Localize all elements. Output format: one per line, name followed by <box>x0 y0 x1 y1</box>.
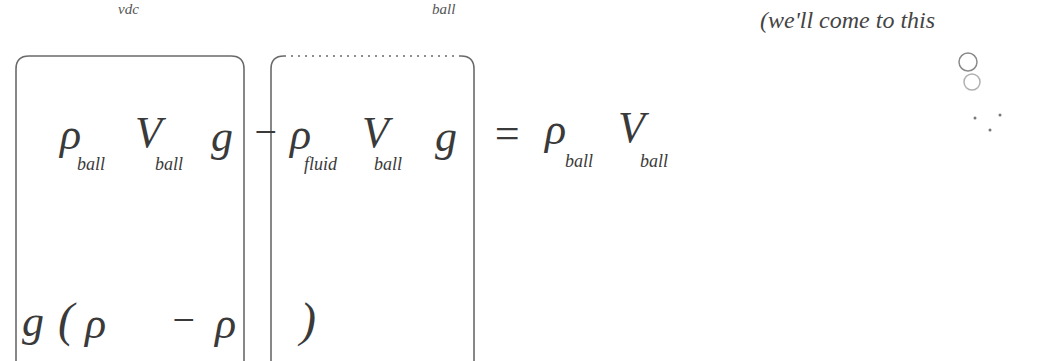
dot <box>974 117 977 120</box>
symbol: g <box>22 300 44 344</box>
symbol: ρ <box>290 113 311 157</box>
annotation: ball <box>432 2 455 17</box>
ball-sketch <box>964 74 980 90</box>
subscript: ball <box>155 155 183 173</box>
subscript: fluid <box>304 155 337 173</box>
dot <box>989 129 992 132</box>
symbol: ρ <box>215 302 236 346</box>
operator: = <box>492 112 522 156</box>
operator: − <box>252 112 279 152</box>
symbol: g <box>211 115 233 159</box>
symbol: V <box>618 106 645 150</box>
symbol: ρ <box>85 302 106 346</box>
box-outline-path <box>16 56 244 361</box>
dotted-mask <box>284 55 461 58</box>
dotted-top <box>284 55 461 57</box>
subscript: ball <box>565 152 593 170</box>
annotation: vdc <box>118 2 139 17</box>
symbol: g <box>435 115 457 159</box>
subscript: ball <box>77 155 105 173</box>
bracket: ) <box>300 296 316 344</box>
symbol: V <box>362 111 389 155</box>
note: (we'll come to this <box>760 8 935 32</box>
box-outline <box>15 55 245 361</box>
subscript: ball <box>374 155 402 173</box>
ball-sketch <box>959 53 977 71</box>
box-outline-path <box>271 56 474 361</box>
operator: − <box>170 300 197 340</box>
symbol: ρ <box>545 108 566 152</box>
term-box: ρballVballg <box>15 55 245 361</box>
bracket: ( <box>58 296 74 344</box>
symbol: ρ <box>60 113 81 157</box>
symbol: V <box>135 111 162 155</box>
dot <box>999 114 1002 117</box>
subscript: ball <box>640 152 668 170</box>
